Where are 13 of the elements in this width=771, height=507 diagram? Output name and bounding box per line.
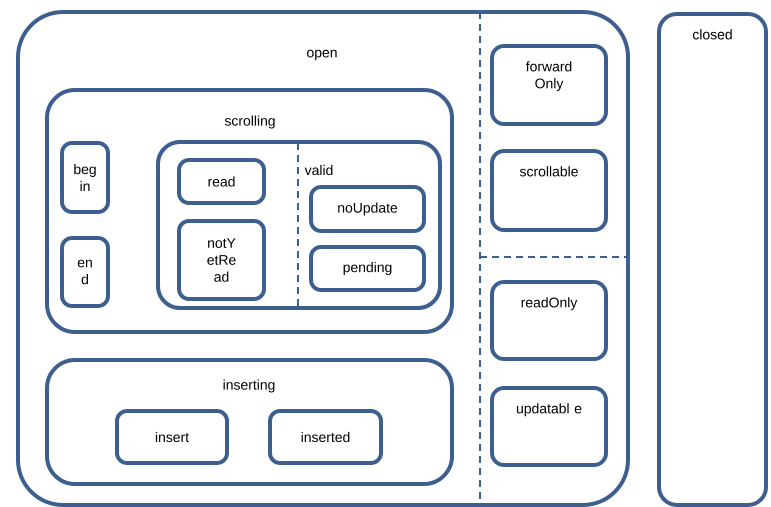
state-box: en d xyxy=(60,236,110,308)
state-box: pending xyxy=(309,245,426,292)
state-box: inserted xyxy=(268,409,383,465)
state-box: insert xyxy=(115,409,229,465)
state-box: notY etRe ad xyxy=(177,219,266,301)
state-box: read xyxy=(177,158,266,205)
state-box: forward Only xyxy=(490,44,608,126)
state-box: updatabl e xyxy=(490,386,608,467)
state-box: readOnly xyxy=(490,280,608,361)
state-box: scrollable xyxy=(490,149,608,232)
state-box: beg in xyxy=(60,141,110,214)
state-box: noUpdate xyxy=(309,185,426,233)
state-box: closed xyxy=(657,12,768,507)
